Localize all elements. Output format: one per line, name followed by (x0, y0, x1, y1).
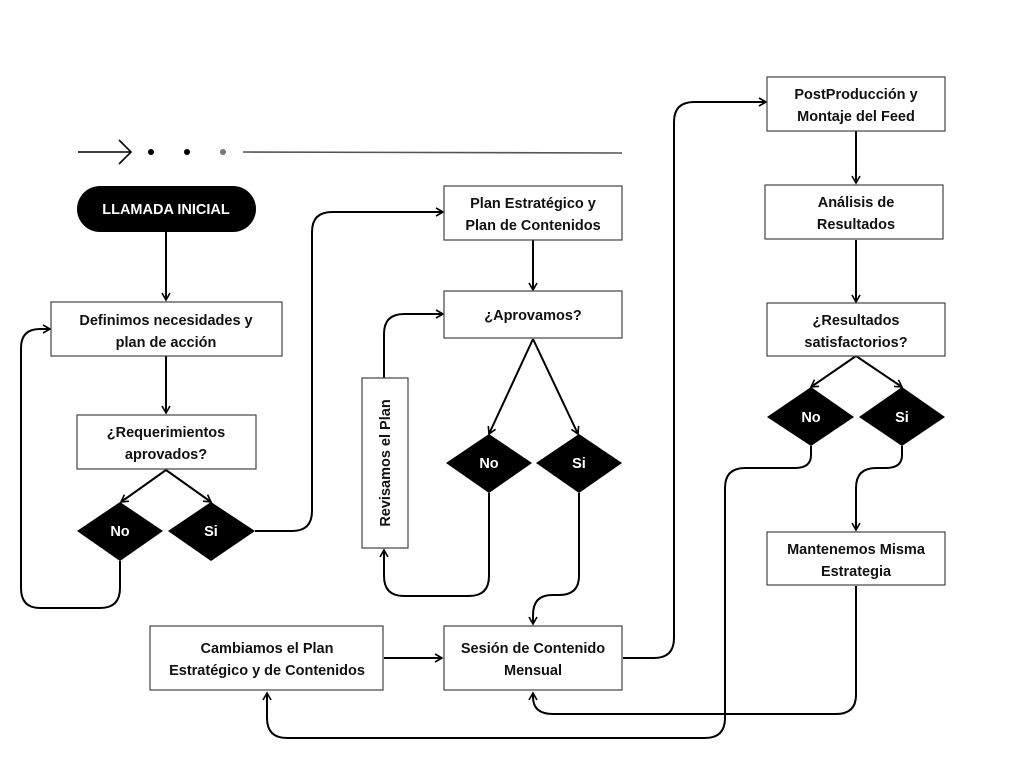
req-no-label: No (110, 524, 129, 540)
connector-apr-no-to-revisamos (379, 493, 490, 597)
connector-revisamos-to-aprovamos (383, 309, 445, 378)
postproduccion-line-2: Montaje del Feed (797, 109, 915, 125)
connector-req-to-no (119, 469, 167, 503)
connector-aprovamos-to-no (487, 338, 534, 436)
header-divider (242, 151, 623, 154)
apr-si-label: Si (572, 456, 586, 472)
postproduccion-line-1: PostProducción y (794, 87, 917, 103)
dot-icon (148, 149, 154, 155)
connector-apr-si-to-sesion (528, 493, 580, 626)
apr-no-label: No (479, 456, 498, 472)
apr-no-diamond[interactable]: No (446, 434, 532, 493)
aprovamos-label: ¿Aprovamos? (484, 308, 582, 324)
dot-icon (184, 149, 190, 155)
header-arrow-head-icon (118, 139, 133, 165)
res-no-label: No (801, 410, 820, 426)
requerimientos-node[interactable]: ¿Requerimientos aprovados? (76, 414, 257, 470)
definimos-line-2: plan de acción (116, 335, 217, 351)
connector-mantenemos-to-sesion (528, 586, 857, 715)
plan-estrategico-line-2: Plan de Contenidos (465, 218, 600, 234)
postproduccion-node[interactable]: PostProducción y Montaje del Feed (766, 76, 946, 132)
connector-res-to-si (855, 355, 904, 388)
resultados-line-2: satisfactorios? (804, 335, 907, 351)
analisis-line-1: Análisis de (818, 195, 895, 211)
cambiamos-line-1: Cambiamos el Plan (201, 641, 334, 657)
start-node-label: LLAMADA INICIAL (102, 202, 230, 218)
res-si-label: Si (895, 410, 909, 426)
req-no-diamond[interactable]: No (77, 502, 163, 561)
connector-req-to-si (165, 469, 213, 503)
revisamos-node[interactable]: Revisamos el Plan (361, 377, 409, 549)
mantenemos-line-2: Estrategia (821, 564, 892, 580)
connector-res-to-no (809, 355, 857, 388)
req-si-diamond[interactable]: Si (168, 502, 255, 561)
dot-icon (220, 149, 226, 155)
resultados-node[interactable]: ¿Resultados satisfactorios? (766, 302, 946, 357)
revisamos-label: Revisamos el Plan (378, 399, 394, 526)
analisis-line-2: Resultados (817, 217, 895, 233)
plan-estrategico-line-1: Plan Estratégico y (470, 196, 596, 212)
definimos-node[interactable]: Definimos necesidades y plan de acción (50, 301, 283, 357)
cambiamos-line-2: Estratégico y de Contenidos (169, 663, 365, 679)
analisis-node[interactable]: Análisis de Resultados (764, 184, 944, 240)
connector-aprovamos-to-si (532, 338, 580, 436)
sesion-line-2: Mensual (504, 663, 562, 679)
cambiamos-node[interactable]: Cambiamos el Plan Estratégico y de Conte… (149, 625, 384, 691)
requerimientos-line-2: aprovados? (125, 447, 207, 463)
plan-estrategico-node[interactable]: Plan Estratégico y Plan de Contenidos (443, 185, 623, 241)
res-no-diamond[interactable]: No (767, 387, 854, 446)
resultados-line-1: ¿Resultados (812, 313, 899, 329)
res-si-diamond[interactable]: Si (859, 387, 945, 446)
header-decoration (78, 139, 623, 165)
start-node[interactable]: LLAMADA INICIAL (77, 186, 256, 232)
aprovamos-node[interactable]: ¿Aprovamos? (443, 290, 623, 339)
definimos-line-1: Definimos necesidades y (79, 313, 252, 329)
connectors (20, 97, 904, 739)
sesion-line-1: Sesión de Contenido (461, 641, 605, 657)
requerimientos-line-1: ¿Requerimientos (107, 425, 225, 441)
req-si-label: Si (204, 524, 218, 540)
mantenemos-node[interactable]: Mantenemos Misma Estrategia (766, 531, 946, 586)
apr-si-diamond[interactable]: Si (536, 434, 622, 493)
connector-req-no-to-definimos (20, 324, 121, 609)
connector-res-no-to-cambiamos (262, 446, 812, 739)
connector-sesion-to-postproduccion (623, 97, 768, 659)
connector-req-si-to-plan (255, 207, 445, 532)
mantenemos-line-1: Mantenemos Misma (787, 542, 926, 558)
sesion-node[interactable]: Sesión de Contenido Mensual (443, 625, 623, 691)
connector-res-si-to-mantenemos (851, 446, 903, 532)
